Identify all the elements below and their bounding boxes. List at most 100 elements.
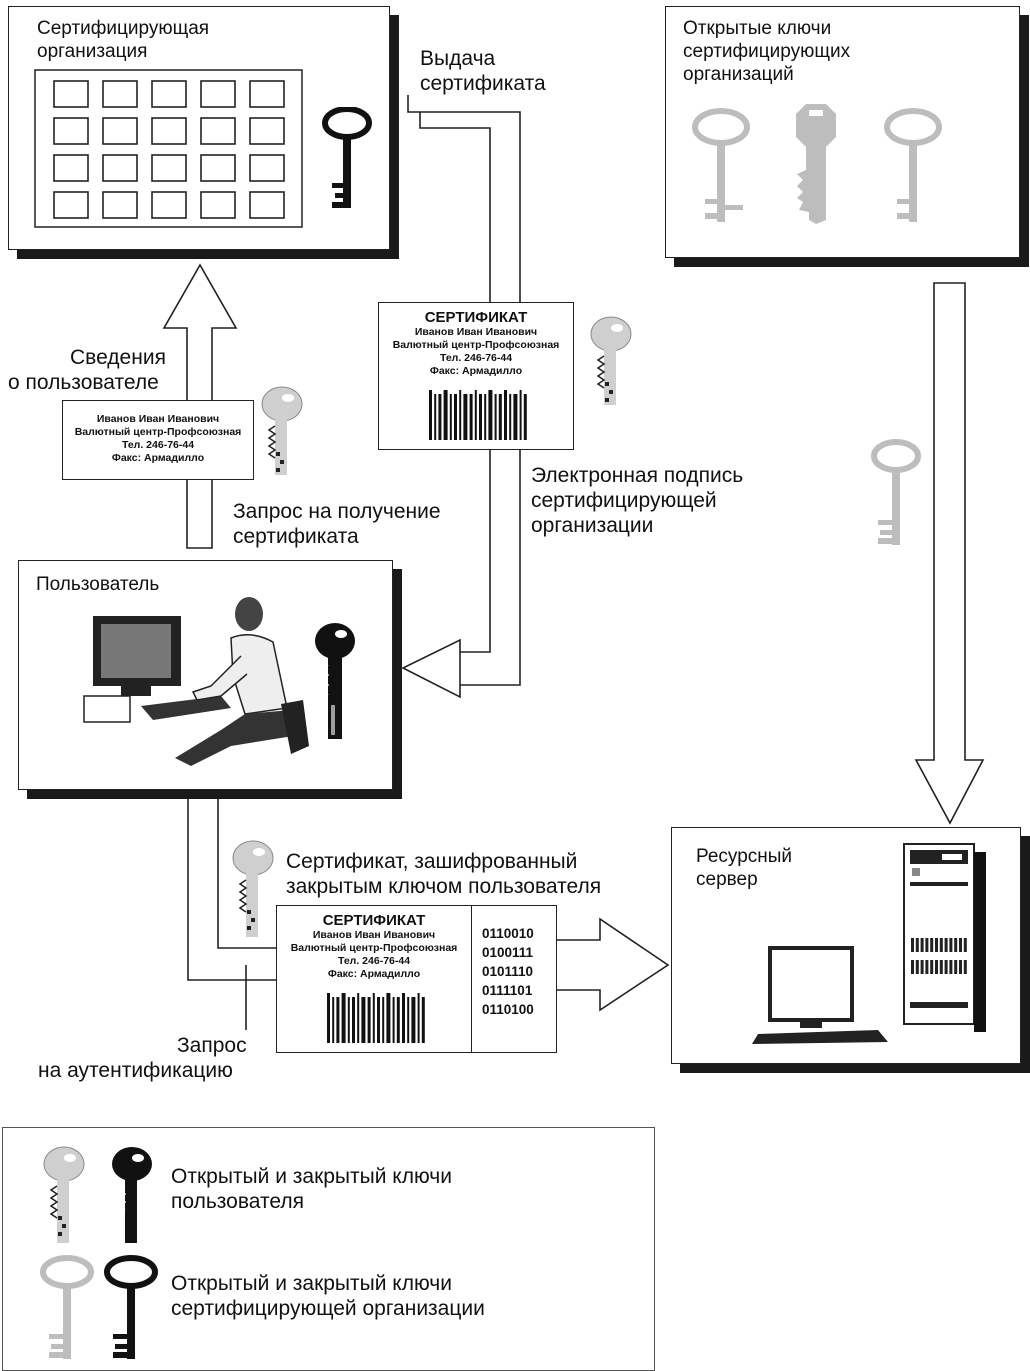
terminal-cell: [200, 191, 236, 219]
certificate-address-2: Валютный центр-Профсоюзная: [290, 942, 458, 954]
drive-slot: [920, 960, 924, 974]
encrypted-label-line1: Сертификат, зашифрованный: [286, 850, 578, 873]
certificate-card-issued: СЕРТИФИКАТ Иванов Иван Иванович Валютный…: [378, 302, 574, 450]
terminal-cell: [53, 80, 89, 108]
drive-slot: [920, 938, 924, 952]
tower-server-icon: [903, 843, 986, 1032]
barcode-bar: [417, 993, 420, 1043]
barcode-bar: [459, 390, 462, 440]
legend-org-public-key-icon: [40, 1255, 94, 1359]
certifying-org-title-line2: организация: [37, 41, 148, 62]
server-title-line2: сервер: [696, 869, 758, 890]
drive-slot: [930, 960, 934, 974]
barcode-bar: [434, 394, 437, 440]
drive-slot: [944, 938, 948, 952]
terminal-cell: [249, 154, 285, 182]
user-record-address: Валютный центр-Профсоюзная: [74, 426, 242, 438]
barcode-bar: [382, 997, 385, 1043]
certificate-phone-2: Тел. 246-76-44: [337, 955, 411, 967]
legend-org-keys-line2: сертифицирующей организации: [171, 1297, 485, 1320]
binary-line-3: 0101110: [482, 964, 534, 979]
certificate-address: Валютный центр-Профсоюзная: [392, 339, 560, 351]
certificate-fax: Факс: Армадилло: [429, 365, 523, 377]
barcode-bar: [327, 993, 330, 1043]
public-keys-title-line1: Открытые ключи: [683, 18, 832, 39]
barcode-bar: [357, 993, 360, 1043]
barcode-bar: [474, 390, 477, 440]
drive-slot: [954, 938, 958, 952]
barcode-bar: [484, 394, 487, 440]
terminal-cell: [151, 117, 187, 145]
drive-slot: [915, 938, 919, 952]
pubkey-arrow: [914, 282, 985, 825]
info-label-line2: о пользователе: [8, 371, 159, 394]
drive-slot: [959, 938, 962, 952]
barcode-bar: [449, 394, 452, 440]
binary-line-1: 0110010: [482, 926, 534, 941]
user-public-key-icon: [261, 386, 303, 475]
user-record-name: Иванов Иван Иванович: [96, 413, 220, 425]
auth-path-inner: [217, 797, 276, 949]
certificate-card-encrypted: СЕРТИФИКАТ Иванов Иван Иванович Валютный…: [276, 905, 472, 1053]
barcode-bar: [332, 997, 335, 1043]
barcode-bar: [352, 997, 355, 1043]
barcode-bar: [438, 394, 442, 440]
certificate-fax-2: Факс: Армадилло: [327, 968, 421, 980]
org-public-key-icon: [871, 439, 921, 545]
barcode-icon: [429, 390, 527, 440]
drive-slot: [959, 960, 962, 974]
barcode-bar: [479, 394, 482, 440]
user-record-phone: Тел. 246-76-44: [121, 439, 195, 451]
terminal-cell: [102, 80, 138, 108]
terminal-cell: [151, 80, 187, 108]
terminal-cell: [151, 154, 187, 182]
auth-label-line2: на аутентификацию: [38, 1059, 233, 1082]
encrypted-label-line2: закрытым ключом пользователя: [286, 875, 602, 898]
terminal-cell: [200, 117, 236, 145]
barcode-bar: [347, 997, 350, 1043]
barcode-bar: [488, 390, 493, 440]
user-title: Пользователь: [36, 574, 160, 595]
ring-key-icon-light-2: [884, 108, 942, 222]
terminal-cell: [200, 154, 236, 182]
resource-server-box: Ресурсный сервер: [671, 827, 1021, 1064]
legend-user-public-key-icon: [43, 1146, 85, 1243]
terminal-cell: [102, 191, 138, 219]
ring-key-icon-dark: [322, 107, 372, 208]
ring-key-icon-light: [692, 108, 750, 222]
barcode-bar: [411, 997, 416, 1043]
certificate-name-2: Иванов Иван Иванович: [312, 929, 436, 941]
drive-slot: [930, 938, 934, 952]
barcode-bar: [454, 394, 457, 440]
drive-slot: [944, 960, 948, 974]
drive-slot: [963, 938, 967, 952]
barcode-bar: [396, 997, 400, 1043]
terminal-cell: [200, 80, 236, 108]
encrypted-signature-block: 0110010 0100111 0101110 0111101 0110100: [471, 905, 557, 1053]
user-record-fax: Факс: Армадилло: [111, 452, 205, 464]
user-record-card: Иванов Иван Иванович Валютный центр-Проф…: [62, 400, 254, 480]
server-title-line1: Ресурсный: [696, 846, 793, 867]
barcode-bar: [504, 390, 507, 440]
terminal-cell: [249, 117, 285, 145]
binary-line-4: 0111101: [482, 983, 533, 998]
issue-path-inner: [419, 112, 491, 653]
drive-slot: [963, 960, 967, 974]
legend-org-keys-line1: Открытый и закрытый ключи: [171, 1272, 452, 1295]
terminal-cell: [53, 191, 89, 219]
legend: Открытый и закрытый ключи пользователя О…: [2, 1127, 655, 1371]
user-at-computer-icon: [83, 597, 309, 766]
user-key-on-path-icon: [232, 840, 274, 937]
certifying-org-box: Сертифицирующая организация: [8, 6, 390, 250]
barcode-bar: [377, 997, 380, 1043]
drive-slot: [949, 960, 953, 974]
terminal-cell: [151, 191, 187, 219]
barcode-bar: [498, 394, 502, 440]
public-keys-title-line3: организаций: [683, 64, 794, 85]
legend-org-private-key-icon: [104, 1255, 158, 1359]
drive-slot: [911, 960, 914, 974]
barcode-bar: [469, 394, 473, 440]
binary-line-5: 0110100: [482, 1002, 534, 1017]
user-box: Пользователь: [18, 560, 393, 790]
barcode-bar: [429, 390, 432, 440]
